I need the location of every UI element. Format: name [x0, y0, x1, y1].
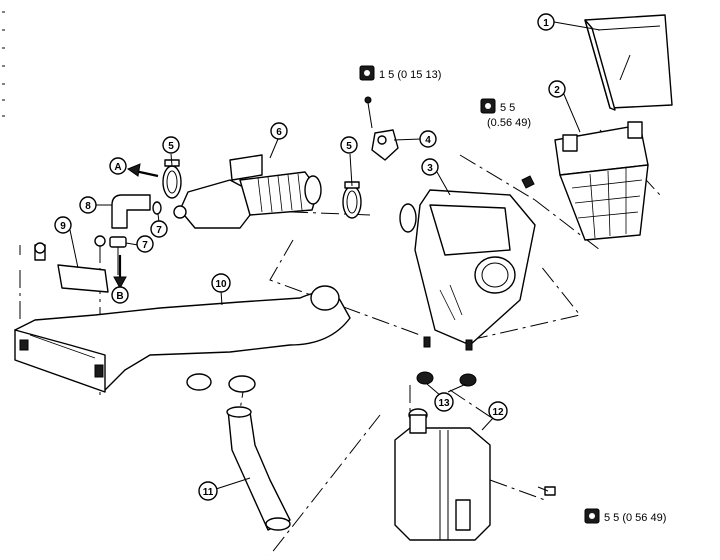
callout-2: 2	[548, 80, 566, 98]
bolt-top-right	[521, 175, 535, 189]
svg-text:10: 10	[215, 279, 227, 290]
callout-5-right: 5	[340, 136, 358, 154]
torque-wrench-icon	[359, 65, 375, 81]
direction-arrow-icon	[113, 163, 159, 290]
air-filter-element	[584, 14, 673, 111]
svg-text:8: 8	[85, 201, 91, 212]
callout-7-upper: 7	[150, 220, 168, 238]
torque-spec-1: 1 5 (0 15 13)	[359, 65, 441, 81]
hose-clamp-right	[342, 181, 362, 219]
callout-13: 13	[434, 392, 454, 412]
mounting-bolt	[537, 486, 556, 496]
torque-wrench-icon	[584, 508, 600, 524]
svg-text:5 5 (0 56 49): 5 5 (0 56 49)	[604, 512, 666, 524]
clip-7	[94, 235, 127, 275]
air-duct-10	[14, 285, 351, 393]
callout-11: 11	[198, 481, 218, 501]
intake-duct-hose	[173, 154, 322, 229]
svg-text:5: 5	[168, 141, 174, 152]
torque-spec-3: 5 5 (0 56 49)	[584, 508, 666, 524]
grommets-13	[416, 371, 477, 387]
filter-grid-element	[554, 121, 649, 241]
svg-text:5 5: 5 5	[500, 102, 515, 114]
svg-text:4: 4	[425, 135, 431, 146]
leader-lines	[69, 21, 601, 490]
svg-text:1: 1	[543, 18, 549, 29]
svg-text:7: 7	[156, 225, 162, 236]
svg-text:1 5 (0 15 13): 1 5 (0 15 13)	[379, 69, 441, 81]
mount-clip	[364, 96, 399, 161]
svg-text:9: 9	[60, 221, 66, 232]
callout-7-lower: 7	[136, 235, 154, 253]
callout-6: 6	[270, 122, 288, 140]
air-cleaner-housing	[399, 189, 536, 351]
lower-hose-11	[226, 406, 291, 531]
callout-5-left: 5	[162, 136, 180, 154]
torque-spec-2: 5 5 (0.56 49)	[480, 98, 531, 129]
direction-label-b: B	[111, 286, 129, 304]
bracket-9	[34, 242, 109, 293]
svg-text:13: 13	[438, 398, 450, 409]
svg-text:A: A	[114, 162, 121, 173]
callout-8: 8	[79, 196, 97, 214]
svg-text:6: 6	[276, 127, 282, 138]
svg-text:(0.56 49): (0.56 49)	[487, 117, 531, 129]
margin-marks	[2, 11, 5, 117]
callout-1: 1	[537, 13, 555, 31]
callout-12: 12	[488, 401, 508, 421]
callout-10: 10	[211, 273, 231, 293]
svg-text:11: 11	[203, 487, 214, 498]
callout-3: 3	[421, 158, 439, 176]
direction-label-a: A	[109, 157, 127, 175]
svg-text:7: 7	[142, 240, 148, 251]
callout-9: 9	[54, 216, 72, 234]
torque-wrench-icon	[480, 98, 496, 114]
svg-text:3: 3	[427, 163, 433, 174]
svg-text:2: 2	[554, 85, 560, 96]
resonator-12	[394, 408, 491, 541]
svg-text:B: B	[116, 291, 123, 302]
elbow-hose	[111, 194, 162, 229]
svg-text:12: 12	[492, 407, 504, 418]
callout-4: 4	[419, 130, 437, 148]
svg-text:5: 5	[346, 141, 352, 152]
